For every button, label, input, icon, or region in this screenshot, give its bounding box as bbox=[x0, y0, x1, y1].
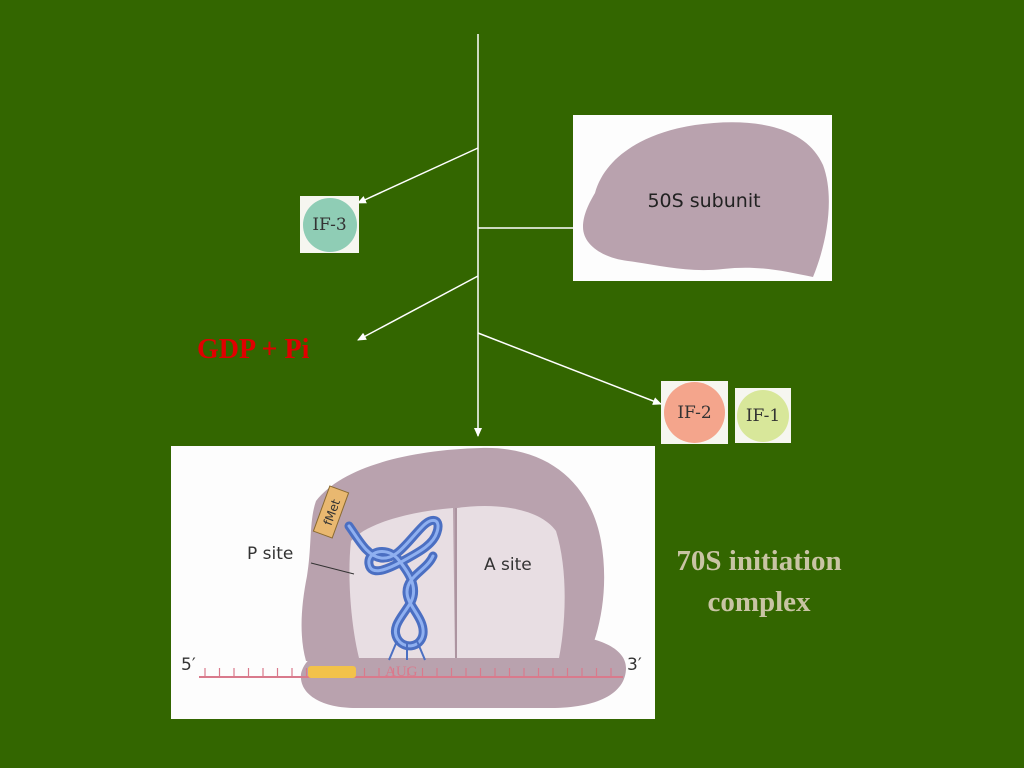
gdp-release-arrow bbox=[357, 275, 479, 341]
if3-circle: IF-3 bbox=[302, 197, 357, 252]
shine-dalgarno-box bbox=[308, 666, 356, 678]
if1-label: IF-1 bbox=[745, 405, 781, 426]
complex-caption: 70S initiation complex bbox=[650, 541, 868, 623]
if2-if1-release-arrow bbox=[477, 332, 662, 405]
if2-factor: IF-2 bbox=[661, 381, 728, 444]
fmet-tag: fMet bbox=[312, 485, 350, 539]
if1-factor: IF-1 bbox=[735, 388, 791, 443]
a-site-pocket bbox=[457, 506, 565, 658]
a-site-label: A site bbox=[484, 555, 532, 575]
p-site-leader bbox=[310, 562, 355, 575]
if3-factor: IF-3 bbox=[300, 196, 359, 253]
50s-subunit-panel: 50S subunit bbox=[573, 115, 832, 281]
if3-label: IF-3 bbox=[312, 214, 347, 235]
50s-subunit-shape: 50S subunit bbox=[583, 122, 829, 277]
three-prime-label: 3′ bbox=[627, 655, 642, 675]
70s-complex-panel: fMet P site A site AUG 5′ 3′ bbox=[171, 446, 655, 719]
if1-circle: IF-1 bbox=[737, 389, 789, 442]
caption-line-2: complex bbox=[707, 586, 811, 618]
caption-line-1: 70S initiation bbox=[676, 545, 842, 577]
50s-subunit-label: 50S subunit bbox=[647, 190, 760, 212]
gdp-pi-label: GDP + Pi bbox=[197, 334, 310, 365]
five-prime-label: 5′ bbox=[181, 655, 196, 675]
70s-complex-diagram: fMet P site A site AUG 5′ 3′ bbox=[181, 447, 642, 708]
if3-release-arrow bbox=[357, 147, 479, 204]
if2-circle: IF-2 bbox=[664, 382, 725, 443]
if2-label: IF-2 bbox=[677, 402, 712, 423]
aug-codon-label: AUG bbox=[385, 664, 418, 680]
p-site-label: P site bbox=[247, 544, 293, 564]
